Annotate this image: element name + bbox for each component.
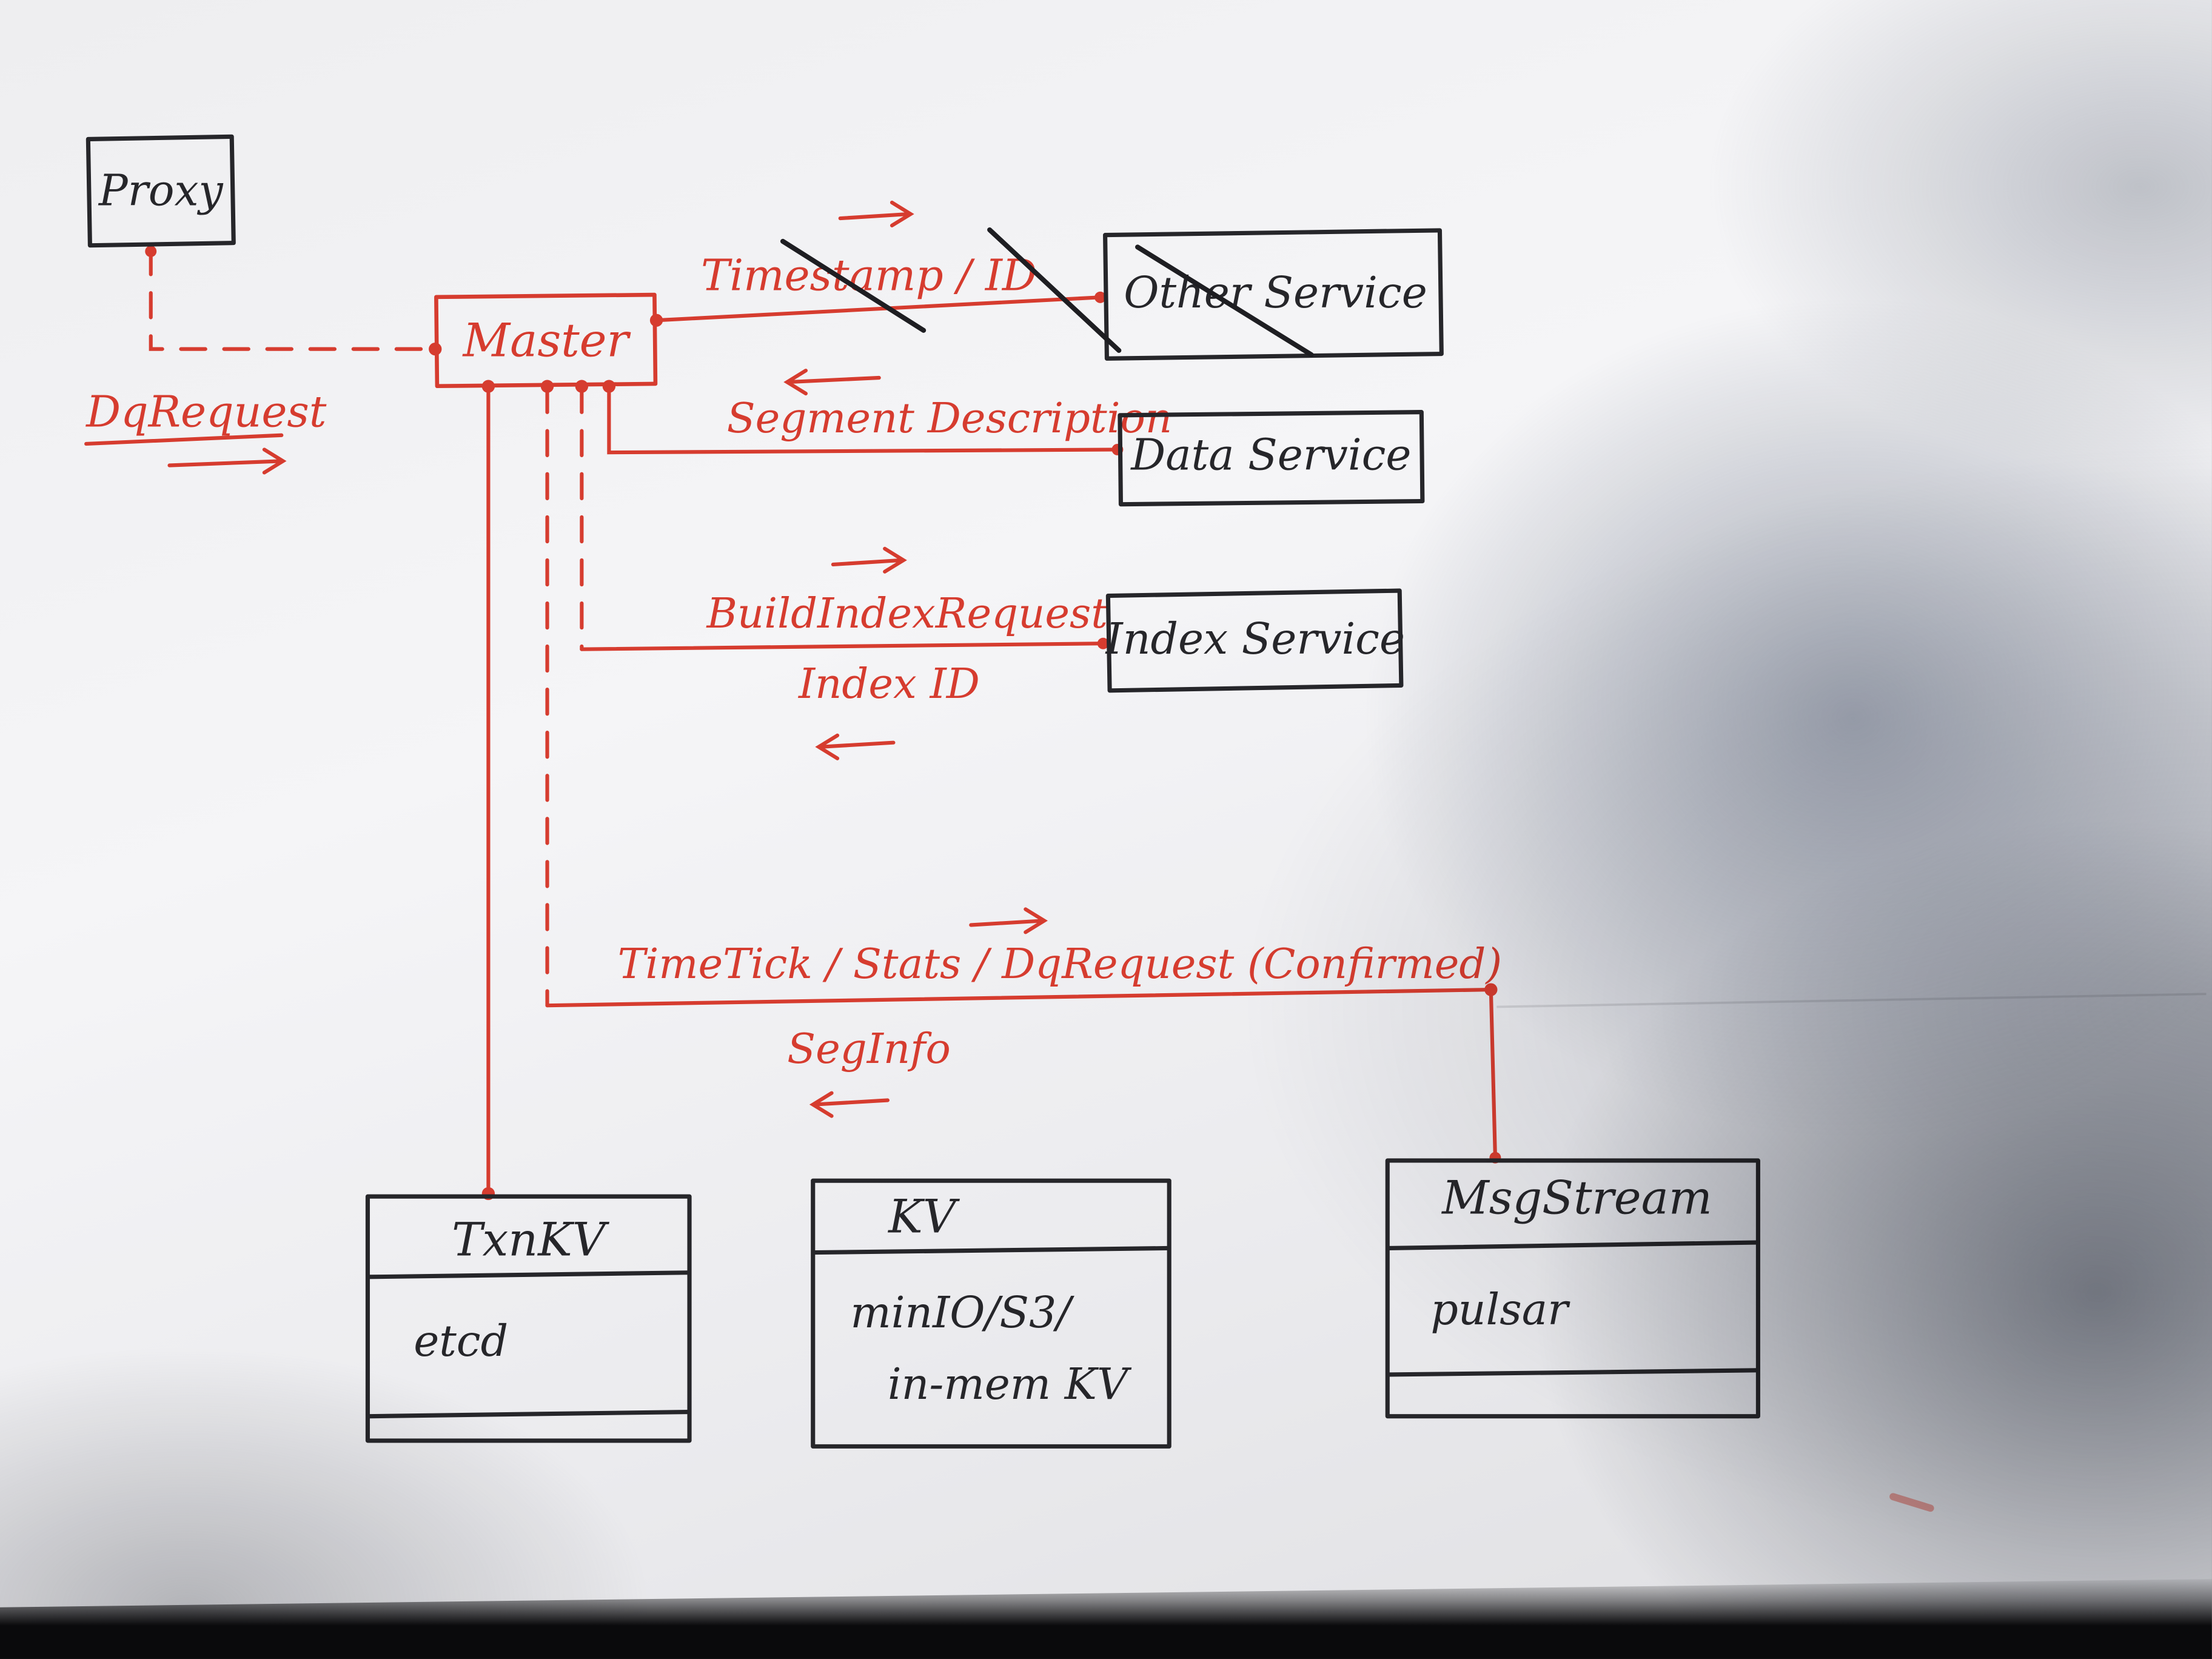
kv-divider [812,1245,1170,1255]
txnkv-divider [367,1270,691,1279]
seg-info-label: SegInfo [787,1025,951,1073]
edge-master-to-msgstream [540,380,1501,1164]
node-other-service: Other Service [1103,228,1444,361]
msgstream-line [545,987,1498,1160]
txnkv-divider [367,1409,691,1419]
node-index-service: Index Service [1105,588,1405,693]
node-master: Master [434,292,658,389]
node-msgstream: MsgStream pulsar [1385,1158,1760,1419]
msgstream-divider [1387,1240,1759,1251]
paper-crease [1496,993,2207,1008]
txnkv-title: TxnKV [452,1213,610,1266]
msgstream-impl: pulsar [1430,1284,1570,1335]
node-txnkv: TxnKV etcd [365,1194,692,1443]
node-kv: KV minIO/S3/ in-mem KV [811,1178,1171,1449]
right-arrow-icon [831,546,907,574]
index-id-label: Index ID [797,660,980,708]
kv-impl-line1: minIO/S3/ [850,1287,1074,1338]
proxy-label: Proxy [98,166,224,216]
index-horizontal-line [580,642,1105,651]
left-arrow-icon [809,1091,890,1118]
node-proxy: Proxy [85,134,236,248]
right-arrow-icon [838,200,914,227]
kv-impl-line2: in-mem KV [888,1359,1132,1409]
connection-dot [145,246,157,258]
txnkv-impl: etcd [414,1316,508,1366]
proxy-master-line [149,248,433,351]
edge-master-to-txnkv [481,380,495,1201]
other-service-label: Other Service [1124,267,1427,318]
stray-red-mark [1889,1493,1934,1512]
left-arrow-icon [815,733,896,760]
connection-dot [602,380,616,393]
kv-title: KV [887,1190,960,1243]
left-arrow-icon [783,369,881,396]
msgstream-divider [1387,1368,1759,1377]
index-service-label: Index Service [1105,614,1405,664]
timetick-stats-label: TimeTick / Stats / DqRequest (Confirmed) [618,940,1503,988]
build-index-request-label: BuildIndexRequest [705,589,1108,638]
right-arrow-icon [167,447,287,475]
right-arrow-icon [969,907,1048,934]
msgstream-title: MsgStream [1441,1171,1712,1225]
edge-proxy-to-master [145,246,442,356]
data-service-label: Data Service [1130,430,1411,480]
master-label: Master [462,313,631,367]
segment-description-label: Segment Description [727,394,1173,443]
dq-request-label: DqRequest [85,387,327,437]
